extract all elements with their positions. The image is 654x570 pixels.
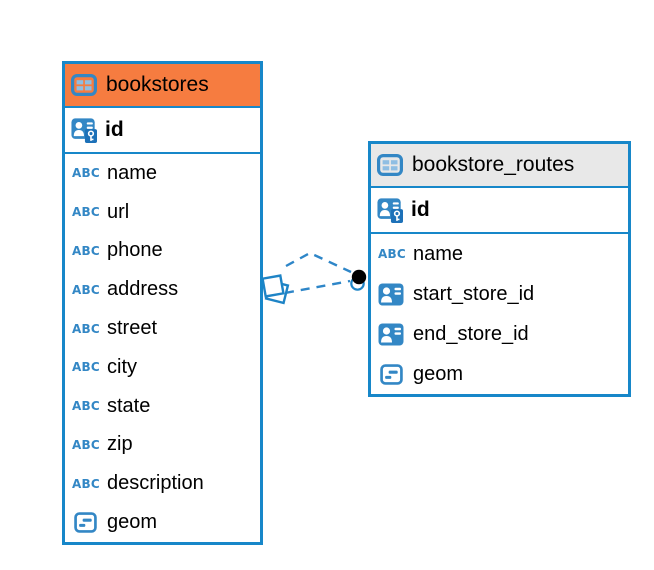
- table-row[interactable]: ABC name: [65, 154, 260, 193]
- column-name: id: [411, 198, 430, 221]
- table-icon: [71, 74, 97, 96]
- table-icon: [377, 154, 403, 176]
- column-name: end_store_id: [413, 322, 529, 345]
- table-row[interactable]: ABC name: [371, 234, 628, 274]
- table-row[interactable]: ABC description: [65, 464, 260, 504]
- dot-end-marker[interactable]: [350, 269, 367, 291]
- table-row[interactable]: ABC zip: [65, 425, 260, 465]
- table-row[interactable]: ABC url: [65, 192, 260, 232]
- column-name: state: [107, 394, 151, 417]
- text-type-icon: ABC: [378, 247, 406, 261]
- text-type-icon: ABC: [72, 243, 100, 258]
- column-name: address: [107, 278, 179, 301]
- text-type-icon: ABC: [72, 437, 100, 452]
- table-row[interactable]: geom: [371, 354, 628, 394]
- entity-table-bookstore-routes[interactable]: bookstore_routes id ABC name start_store…: [368, 141, 631, 397]
- column-name: description: [107, 472, 204, 495]
- column-name: phone: [107, 239, 163, 262]
- text-type-icon: ABC: [72, 476, 100, 491]
- primary-key-icon: [71, 117, 97, 144]
- geometry-type-icon: [72, 512, 98, 533]
- text-type-icon: ABC: [72, 321, 100, 336]
- relationship-line-end-store[interactable]: [284, 279, 351, 295]
- diamond-end-marker[interactable]: [261, 274, 290, 305]
- table-row[interactable]: ABC state: [65, 386, 260, 426]
- entity-table-bookstores[interactable]: bookstores id ABC name ABC url ABC phone…: [62, 61, 263, 545]
- table-row-pk[interactable]: id: [371, 188, 628, 234]
- table-row[interactable]: geom: [65, 503, 260, 542]
- table-row[interactable]: ABC street: [65, 309, 260, 348]
- column-name: url: [107, 200, 130, 223]
- table-header-bookstores[interactable]: bookstores: [65, 64, 260, 108]
- text-type-icon: ABC: [72, 205, 100, 220]
- text-type-icon: ABC: [72, 360, 100, 375]
- table-row[interactable]: ABC address: [65, 270, 260, 310]
- text-type-icon: ABC: [72, 166, 100, 181]
- text-type-icon: ABC: [72, 399, 100, 414]
- column-name: zip: [107, 433, 133, 456]
- table-row[interactable]: start_store_id: [371, 274, 628, 314]
- table-row[interactable]: ABC phone: [65, 231, 260, 271]
- relationship-line-start-store[interactable]: [285, 251, 352, 274]
- geometry-type-icon: [378, 364, 404, 385]
- table-row[interactable]: end_store_id: [371, 314, 628, 354]
- column-name: name: [107, 161, 158, 184]
- foreign-key-icon: [378, 323, 404, 346]
- column-name: name: [413, 242, 464, 265]
- table-title: bookstores: [106, 73, 209, 96]
- column-name: geom: [413, 362, 464, 385]
- column-name: city: [107, 355, 137, 378]
- primary-key-icon: [377, 197, 403, 224]
- foreign-key-icon: [378, 283, 404, 306]
- column-name: id: [105, 118, 124, 141]
- table-row-pk[interactable]: id: [65, 108, 260, 154]
- column-name: geom: [107, 511, 158, 534]
- table-header-bookstore-routes[interactable]: bookstore_routes: [371, 144, 628, 188]
- column-name: start_store_id: [413, 282, 535, 305]
- column-name: street: [107, 317, 158, 340]
- table-title: bookstore_routes: [412, 153, 575, 176]
- table-row[interactable]: ABC city: [65, 347, 260, 387]
- text-type-icon: ABC: [72, 282, 100, 297]
